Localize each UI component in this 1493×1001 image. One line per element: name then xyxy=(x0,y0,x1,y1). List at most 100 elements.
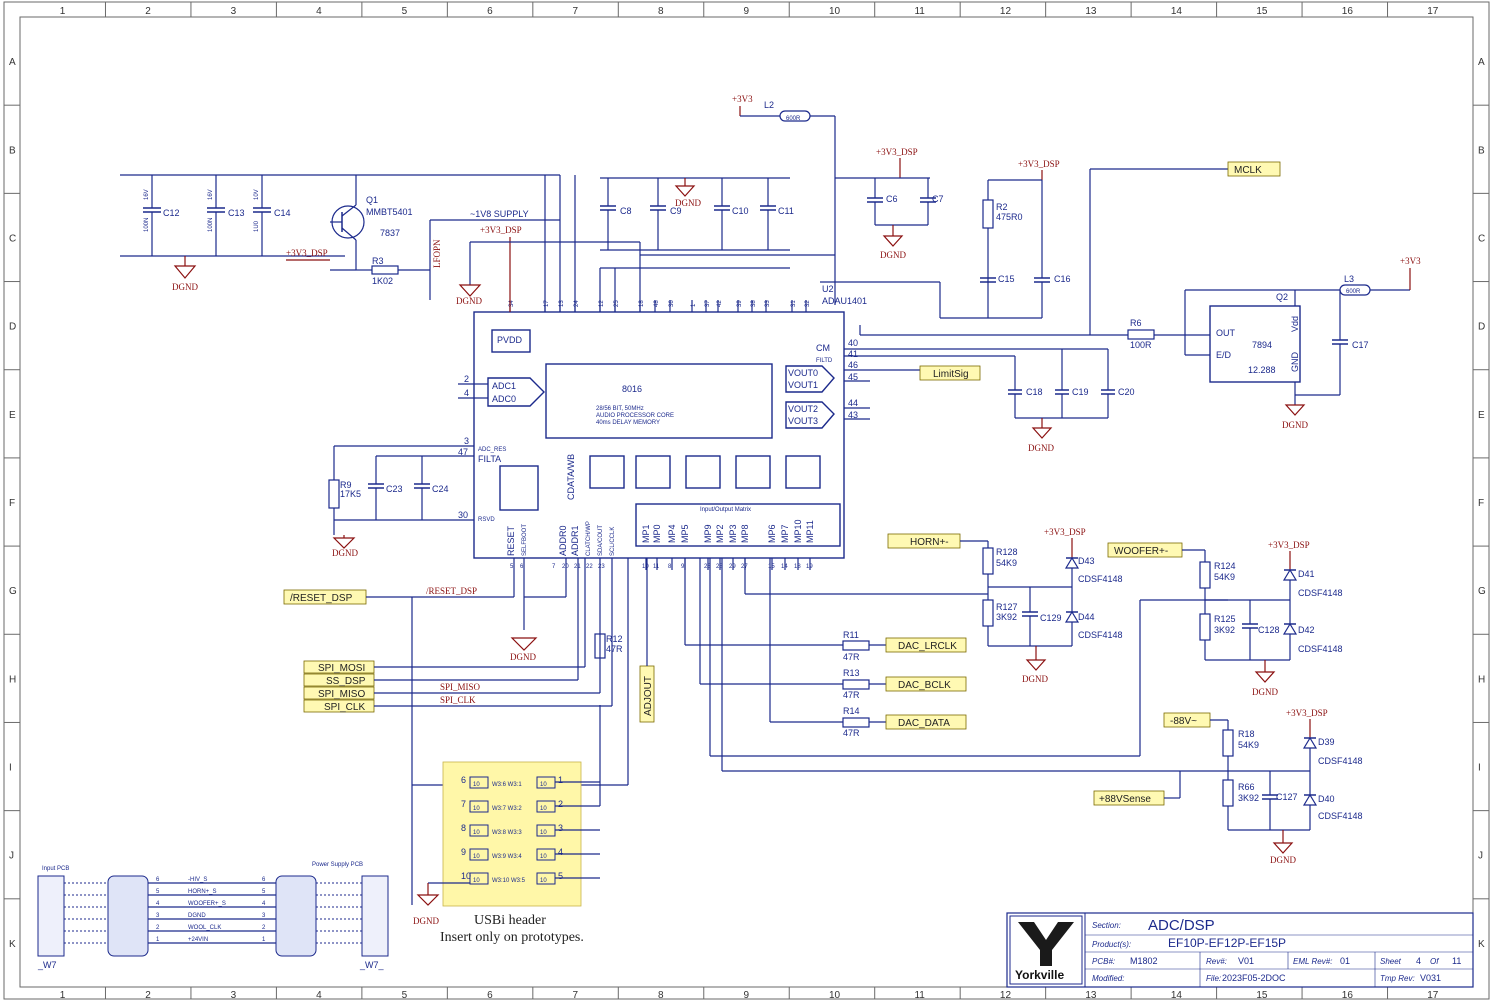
v88-label: -88V~ xyxy=(1170,716,1197,727)
usbi-pin-cell: 10 xyxy=(540,830,547,836)
c19-label: C19 xyxy=(1072,387,1089,397)
eml-label: EML Rev#: xyxy=(1293,957,1332,966)
tmp-label: Tmp Rev: xyxy=(1380,974,1415,983)
grid-col-label: 2 xyxy=(145,990,151,1001)
svg-text:30: 30 xyxy=(458,510,468,520)
mp-pin-number: 10 xyxy=(642,564,649,570)
mp-pin-number: 29 xyxy=(729,564,736,570)
r127-val: 3K92 xyxy=(996,612,1017,622)
grid-row-label: I xyxy=(9,763,12,774)
reset-dsp-red: /RESET_DSP xyxy=(426,586,477,596)
cable-signal-label: WOOFER+_S xyxy=(188,901,226,907)
svg-text:10V: 10V xyxy=(254,189,260,200)
dsp-bottom-pin-number: 5 xyxy=(510,564,514,570)
mp-pin-number: 19 xyxy=(806,564,813,570)
of-value: 11 xyxy=(1452,956,1461,966)
grid-col-label: 10 xyxy=(829,990,841,1001)
section-label: Section: xyxy=(1092,921,1121,930)
c8-label: C8 xyxy=(620,206,632,216)
mp-pin-number: 26 xyxy=(704,564,711,570)
grid-col-label: 11 xyxy=(914,6,925,17)
addr1-label: ADDR1 xyxy=(570,525,580,556)
dsp-top-pin-number: 39 xyxy=(737,300,743,307)
grid-col-label: 12 xyxy=(1000,990,1012,1001)
cable-pin-left: 1 xyxy=(156,937,160,943)
dsp-bottom-pin-number: 22 xyxy=(586,564,593,570)
dsp-top-pin-number: 17 xyxy=(544,300,550,307)
q2-freq: 12.288 xyxy=(1248,365,1276,375)
dsp-top-pin-number: 37 xyxy=(705,300,711,307)
c6-label: C6 xyxy=(886,194,898,204)
limitsig-label: LimitSig xyxy=(933,369,969,380)
scl-label: SCL/CCLK xyxy=(610,527,616,556)
spi-miso-red: SPI_MISO xyxy=(440,682,481,692)
r125-ref: R125 xyxy=(1214,614,1236,624)
r9-val: 17K5 xyxy=(340,489,361,499)
grid-row-label: B xyxy=(1478,145,1485,156)
c127-label: C127 xyxy=(1276,792,1298,802)
vout2-label: VOUT2 xyxy=(788,404,818,414)
q1-transistor: Q1 MMBT5401 7837 R3 1K02 LFOPN ~1V8 SUPP… xyxy=(330,175,560,300)
q2-part: 7894 xyxy=(1252,340,1272,350)
grid-row-label: E xyxy=(9,410,16,421)
grid-col-label: 3 xyxy=(231,6,237,17)
dgnd-label-11: DGND xyxy=(1270,855,1296,865)
tmp-value: V031 xyxy=(1420,973,1441,983)
usbi-pin-right: 3 xyxy=(558,823,563,833)
grid-col-label: 8 xyxy=(658,6,664,17)
c15-label: C15 xyxy=(998,274,1015,284)
mp-pin-label: MP9 xyxy=(703,524,713,543)
r11-ref: R11 xyxy=(843,630,859,640)
svg-text:2: 2 xyxy=(464,374,469,384)
cable-pin-left: 3 xyxy=(156,913,160,919)
q2-oscillator: Q2 OUT E/D 7894 12.288 GND Vdd DGND +3V3… xyxy=(1184,256,1421,430)
d41-label: D41 xyxy=(1298,569,1315,579)
dsp-top-pin-number: 12 xyxy=(599,300,605,307)
vout0-label: VOUT0 xyxy=(788,368,818,378)
dsp-chip: U2 ADAU1401 8016 28/56 BIT, 50MHz AUDIO … xyxy=(473,284,867,559)
filta-label: FILTA xyxy=(478,454,501,464)
grid-row-label: C xyxy=(9,233,16,244)
grid-row-label: K xyxy=(1478,939,1485,950)
svg-text:40: 40 xyxy=(848,338,858,348)
c14-label: C14 xyxy=(274,208,291,218)
mp-pin-number: 8 xyxy=(668,564,672,570)
section-value: ADC/DSP xyxy=(1148,917,1215,934)
svg-text:46: 46 xyxy=(848,360,858,370)
selfboot-label: SELFBOOT xyxy=(522,524,528,556)
outer-frame xyxy=(3,1,1490,1000)
c18-label: C18 xyxy=(1026,387,1043,397)
core-desc3: 40ms DELAY MEMORY xyxy=(596,420,660,426)
dsp-top-pin-number: 48 xyxy=(654,300,660,307)
grid-row-label: E xyxy=(1478,410,1485,421)
pvdd-label: PVDD xyxy=(497,335,523,345)
dgnd-label-2: DGND xyxy=(675,198,701,208)
r124-ref: R124 xyxy=(1214,561,1236,571)
r3-ref: R3 xyxy=(372,256,384,266)
grid-row-label: J xyxy=(9,851,14,862)
grid-col-label: 4 xyxy=(316,6,322,17)
mp-pin-number: 9 xyxy=(681,564,685,570)
r66-val: 3K92 xyxy=(1238,793,1259,803)
grid-col-label: 4 xyxy=(316,990,322,1001)
connector-left-ref: _W7 xyxy=(37,960,57,970)
r2-val: 475R0 xyxy=(996,212,1023,222)
u2-ref: U2 xyxy=(822,284,834,294)
sda-label: SDA/COUT xyxy=(598,525,604,556)
dsp-top-pin-number: 31 xyxy=(791,300,797,307)
grid-col-label: 10 xyxy=(829,6,841,17)
usbi-subtitle: Insert only on prototypes. xyxy=(440,930,584,945)
r11-val: 47R xyxy=(843,652,860,662)
grid-col-label: 17 xyxy=(1427,990,1439,1001)
r14-val: 47R xyxy=(843,728,860,738)
mp-pin-label: MP7 xyxy=(780,524,790,543)
cable-pin-right: 4 xyxy=(262,901,266,907)
dsp-bottom-pin-number: 23 xyxy=(598,564,605,570)
r66-ref: R66 xyxy=(1238,782,1255,792)
grid-col-label: 7 xyxy=(573,990,579,1001)
osc-out: OUT xyxy=(1216,328,1236,338)
mp-pin-label: MP4 xyxy=(667,524,677,543)
d43-part: CDSF4148 xyxy=(1078,574,1123,584)
